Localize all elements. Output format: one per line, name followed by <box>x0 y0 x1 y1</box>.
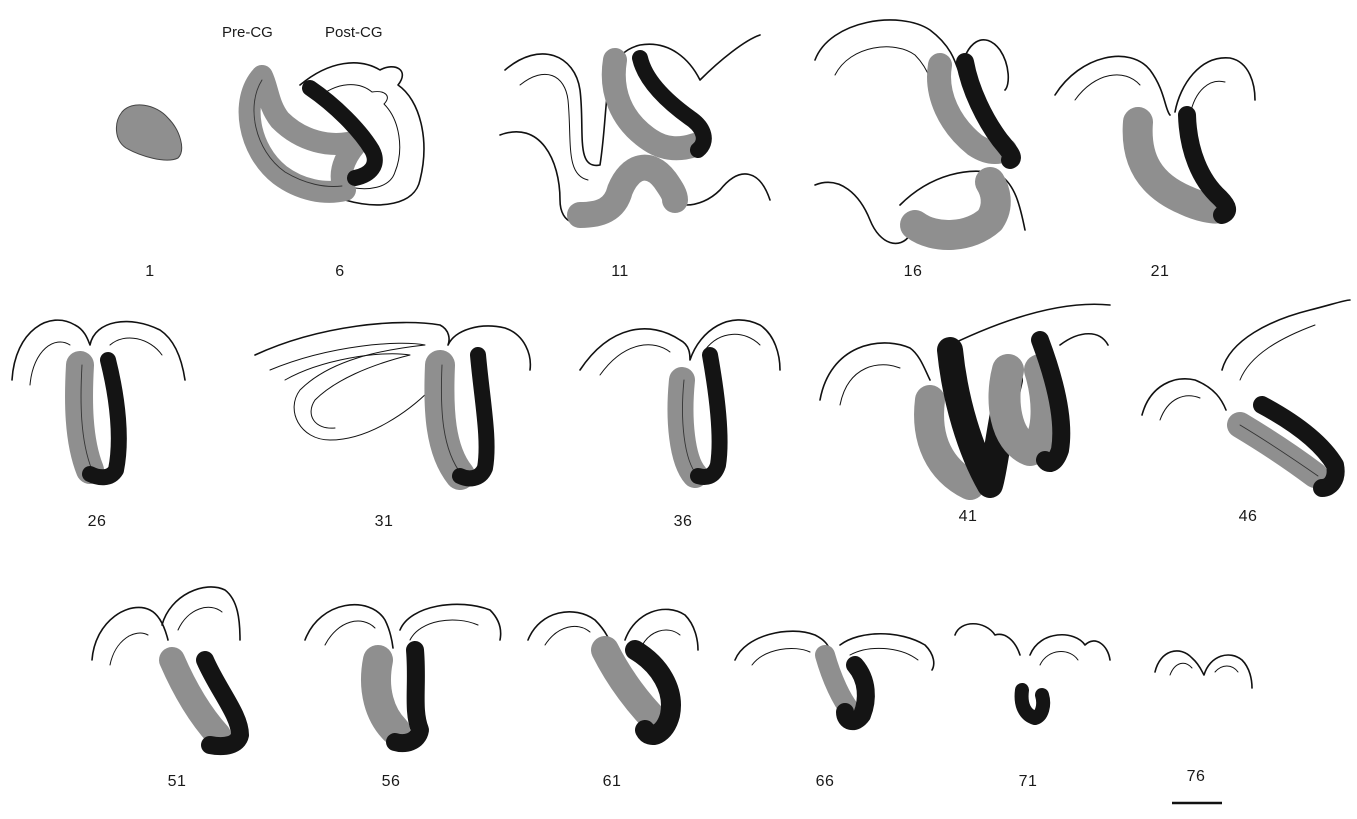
section-66-drawing <box>735 631 934 721</box>
section-6-drawing <box>250 63 424 205</box>
precentral-gyrus-header: Pre-CG <box>222 24 273 41</box>
section-71-drawing <box>955 624 1110 718</box>
section-46-drawing <box>1142 300 1350 488</box>
section-label-46: 46 <box>1239 508 1258 526</box>
section-36-drawing <box>580 320 780 477</box>
section-56-inner-contour <box>325 620 478 645</box>
section-label-26: 26 <box>88 513 107 531</box>
section-51-drawing <box>92 587 240 746</box>
section-56-outer-contour <box>305 604 501 648</box>
section-21-outer-contour <box>1055 56 1255 115</box>
section-1-precentral-region <box>116 105 181 160</box>
postcentral-gyrus-header: Post-CG <box>325 24 383 41</box>
section-21-drawing <box>1055 56 1255 215</box>
section-16-outer-contour <box>815 20 1008 90</box>
section-56-precentral-band <box>376 660 395 730</box>
section-label-36: 36 <box>674 513 693 531</box>
section-61-drawing <box>528 609 698 735</box>
section-label-56: 56 <box>382 773 401 791</box>
section-11-drawing <box>500 35 770 223</box>
section-11-precentral-band-lower <box>580 168 675 215</box>
section-71-postcentral-band <box>1022 690 1044 718</box>
section-71-outer-contour <box>955 624 1110 660</box>
section-label-76: 76 <box>1187 768 1206 786</box>
section-56-drawing <box>305 604 501 743</box>
section-label-6: 6 <box>335 263 344 281</box>
section-label-71: 71 <box>1019 773 1038 791</box>
section-26-precentral-band <box>79 365 90 470</box>
section-label-21: 21 <box>1151 263 1170 281</box>
section-26-outer-contour <box>12 320 185 380</box>
section-31-inner-loop <box>285 354 410 428</box>
section-label-1: 1 <box>145 263 154 281</box>
section-label-41: 41 <box>959 508 978 526</box>
section-26-drawing <box>12 320 185 477</box>
section-label-66: 66 <box>816 773 835 791</box>
section-36-postcentral-band <box>698 355 720 477</box>
section-41-drawing <box>820 304 1110 485</box>
section-41-inner-contour <box>840 365 900 405</box>
section-31-outer-contour <box>255 323 530 370</box>
section-31-drawing <box>255 323 530 479</box>
section-label-61: 61 <box>603 773 622 791</box>
section-21-inner-contour <box>1075 75 1225 115</box>
section-71-inner-contour <box>1040 652 1078 665</box>
section-16-drawing <box>815 20 1025 243</box>
section-16-precentral-band-lower <box>915 182 996 235</box>
section-46-inner-contour <box>1160 325 1315 420</box>
section-label-31: 31 <box>375 513 394 531</box>
section-26-inner-contour <box>30 338 162 385</box>
section-1-drawing <box>116 105 181 160</box>
section-label-16: 16 <box>904 263 923 281</box>
section-76-outer-contour <box>1155 651 1252 688</box>
section-label-11: 11 <box>611 263 629 281</box>
section-16-inner-contour <box>835 47 938 110</box>
section-label-51: 51 <box>168 773 187 791</box>
section-41-middle-gyrus <box>1004 370 1046 450</box>
section-46-outer-contour <box>1142 300 1350 415</box>
section-76-drawing <box>1155 651 1252 688</box>
